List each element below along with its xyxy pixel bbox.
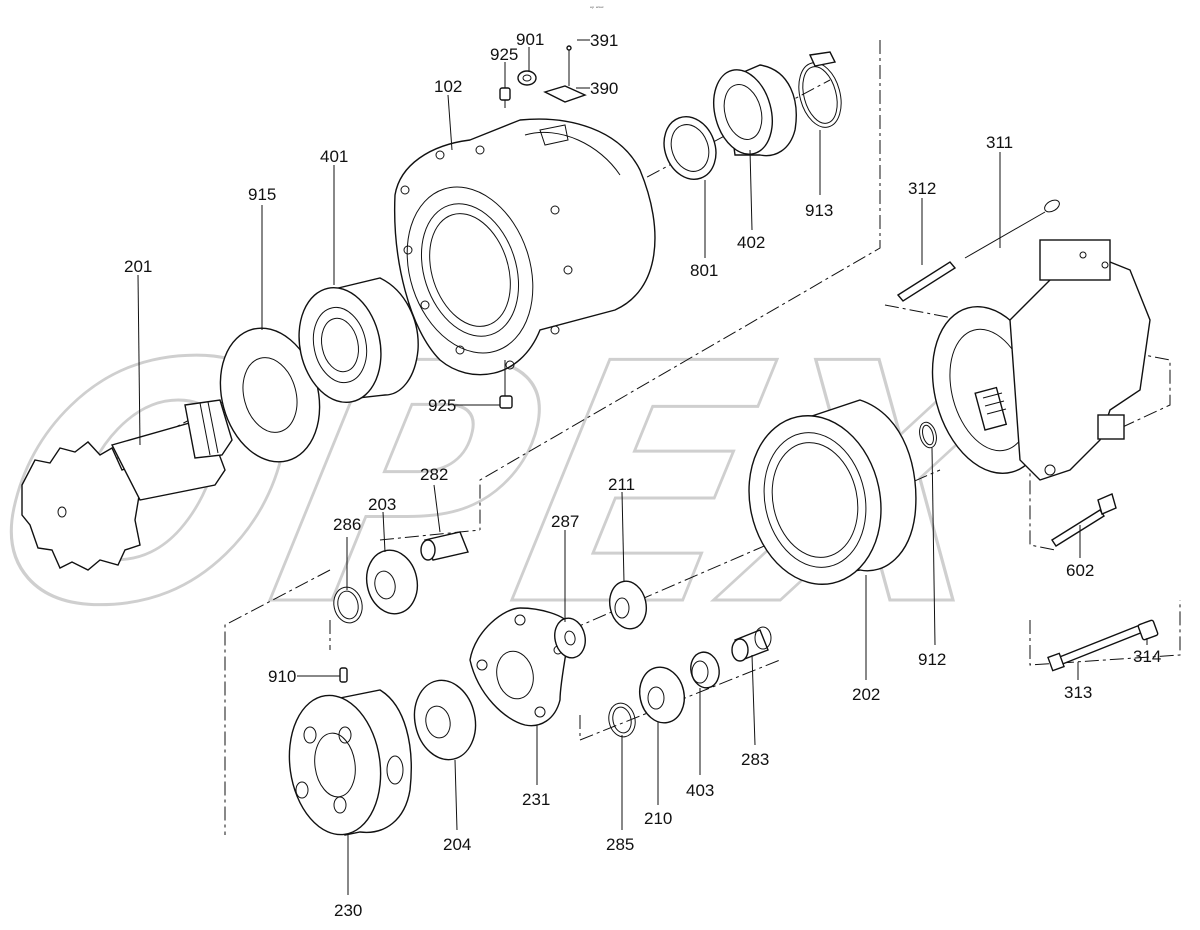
part-204-planet-gear [413,679,477,761]
label-401: 401 [320,147,348,166]
part-925-plug-bottom [499,360,513,409]
label-282: 282 [420,465,448,484]
part-912-snap-ring [919,421,937,449]
label-391: 391 [590,31,618,50]
label-801: 801 [690,261,718,280]
label-912: 912 [918,650,946,669]
part-402-bearing [713,64,797,157]
part-202-ring-gear [748,399,917,585]
header-mark: ᵉᵖ ʷʷʷ [590,6,604,12]
part-102-housing [393,118,656,376]
label-913: 913 [805,201,833,220]
label-390: 390 [590,79,618,98]
part-391-rivet [566,45,572,86]
label-287: 287 [551,512,579,531]
label-925-bottom: 925 [428,396,456,415]
part-211-sun-gear [608,580,648,630]
label-925-top: 925 [490,45,518,64]
part-913-snap-ring [798,51,842,128]
part-number-labels: 201 915 401 102 925 901 391 390 925 801 … [124,30,1161,920]
label-231: 231 [522,790,550,809]
label-403: 403 [686,781,714,800]
label-211: 211 [608,475,635,494]
part-311-level-gauge [964,199,1060,259]
label-201: 201 [124,257,152,276]
label-915: 915 [248,185,276,204]
part-231-carrier-plate [469,607,571,727]
part-285-thrust-washer [608,702,636,738]
label-283: 283 [741,750,769,769]
label-230: 230 [334,901,362,920]
part-282-planet-pin [420,531,469,561]
label-314: 314 [1133,647,1161,666]
part-313-shaft [1047,624,1144,672]
part-203-planet-gear [365,549,419,615]
part-403-needle-bearing [690,651,720,689]
part-283-planet-pin [731,626,772,662]
label-203: 203 [368,495,396,514]
part-602-bolt [1051,493,1117,547]
label-285: 285 [606,835,634,854]
part-210-planet-gear [639,666,685,724]
part-286-thrust-washer [333,586,363,624]
part-230-carrier [288,689,412,836]
part-390-nameplate [543,85,587,103]
travel-motor-assembly [931,239,1151,481]
label-202: 202 [852,685,880,704]
label-602: 602 [1066,561,1094,580]
label-286: 286 [333,515,361,534]
label-402: 402 [737,233,765,252]
label-311: 311 [986,133,1013,152]
part-915-thrust-plate [219,327,321,463]
part-801-seal-ring [663,116,717,180]
part-401-bearing [298,277,419,404]
part-901-eye-bolt [517,70,537,86]
label-204: 204 [443,835,471,854]
part-312-pipe [896,261,957,302]
part-287-thrust-washer [554,617,586,659]
part-925-plug-top [499,87,511,108]
label-210: 210 [644,809,672,828]
label-312: 312 [908,179,936,198]
label-901: 901 [516,30,544,49]
part-314-bushing [1137,619,1159,641]
part-910-spring-pin [339,667,348,683]
label-910: 910 [268,667,296,686]
label-313: 313 [1064,683,1092,702]
label-102: 102 [434,77,462,96]
leader-lines [137,39,1148,895]
